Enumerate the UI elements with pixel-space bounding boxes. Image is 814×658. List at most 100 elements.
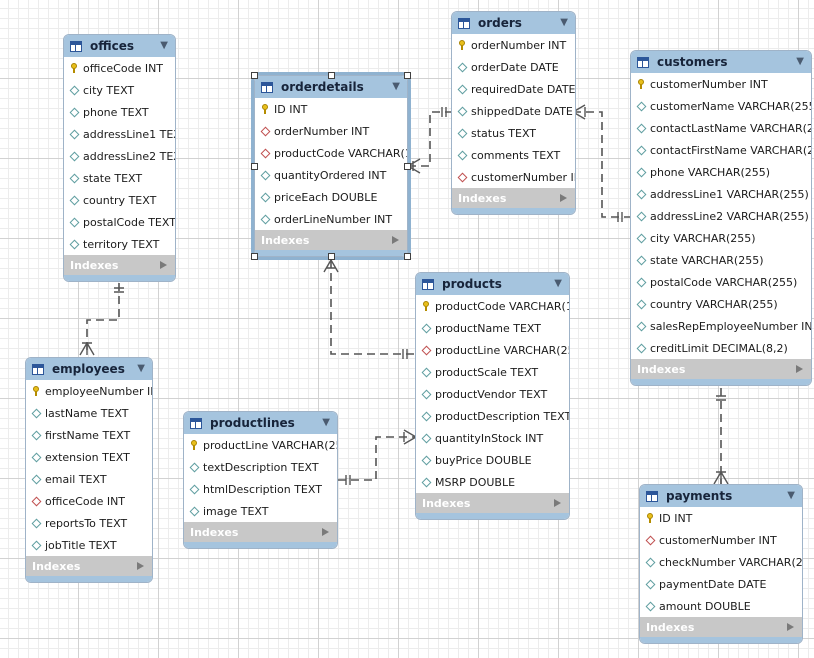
column-row[interactable]: image TEXT <box>184 500 337 522</box>
column-row[interactable]: orderLineNumber INT <box>255 208 407 230</box>
column-row[interactable]: country TEXT <box>64 189 175 211</box>
expand-arrow-icon[interactable] <box>554 499 561 507</box>
column-row[interactable]: addressLine2 TEXT <box>64 145 175 167</box>
table-header[interactable]: productlines▼ <box>184 412 337 434</box>
indexes-section[interactable]: Indexes <box>184 522 337 542</box>
resize-handle[interactable] <box>404 72 411 79</box>
column-row[interactable]: productName TEXT <box>416 317 569 339</box>
column-row[interactable]: postalCode TEXT <box>64 211 175 233</box>
column-row[interactable]: productLine VARCHAR(255) <box>416 339 569 361</box>
column-row[interactable]: paymentDate DATE <box>640 573 802 595</box>
column-row[interactable]: creditLimit DECIMAL(8,2) <box>631 337 811 359</box>
indexes-section[interactable]: Indexes <box>26 556 152 576</box>
table-employees[interactable]: employees▼employeeNumber INTlastName TEX… <box>25 357 153 583</box>
column-row[interactable]: salesRepEmployeeNumber INT <box>631 315 811 337</box>
table-header[interactable]: orders▼ <box>452 12 575 34</box>
column-row[interactable]: state VARCHAR(255) <box>631 249 811 271</box>
column-row[interactable]: officeCode INT <box>64 57 175 79</box>
column-row[interactable]: reportsTo TEXT <box>26 512 152 534</box>
column-row[interactable]: contactLastName VARCHAR(255) <box>631 117 811 139</box>
column-row[interactable]: city TEXT <box>64 79 175 101</box>
indexes-section[interactable]: Indexes <box>640 617 802 637</box>
table-header[interactable]: orderdetails▼ <box>255 76 407 98</box>
table-header[interactable]: payments▼ <box>640 485 802 507</box>
column-row[interactable]: orderNumber INT <box>255 120 407 142</box>
table-header[interactable]: customers▼ <box>631 51 811 73</box>
column-row[interactable]: firstName TEXT <box>26 424 152 446</box>
column-row[interactable]: productVendor TEXT <box>416 383 569 405</box>
column-row[interactable]: checkNumber VARCHAR(255) <box>640 551 802 573</box>
column-row[interactable]: lastName TEXT <box>26 402 152 424</box>
resize-handle[interactable] <box>328 253 335 260</box>
indexes-section[interactable]: Indexes <box>631 359 811 379</box>
column-row[interactable]: addressLine1 TEXT <box>64 123 175 145</box>
column-row[interactable]: MSRP DOUBLE <box>416 471 569 493</box>
column-row[interactable]: email TEXT <box>26 468 152 490</box>
table-header[interactable]: products▼ <box>416 273 569 295</box>
column-row[interactable]: status TEXT <box>452 122 575 144</box>
indexes-section[interactable]: Indexes <box>255 230 407 250</box>
column-row[interactable]: extension TEXT <box>26 446 152 468</box>
resize-handle[interactable] <box>251 253 258 260</box>
column-row[interactable]: employeeNumber INT <box>26 380 152 402</box>
expand-arrow-icon[interactable] <box>137 562 144 570</box>
column-row[interactable]: productLine VARCHAR(255) <box>184 434 337 456</box>
column-row[interactable]: ID INT <box>640 507 802 529</box>
column-row[interactable]: country VARCHAR(255) <box>631 293 811 315</box>
column-row[interactable]: shippedDate DATE <box>452 100 575 122</box>
column-row[interactable]: htmlDescription TEXT <box>184 478 337 500</box>
resize-handle[interactable] <box>328 72 335 79</box>
column-row[interactable]: productCode VARCHAR(10) <box>416 295 569 317</box>
collapse-caret-icon[interactable]: ▼ <box>160 40 168 51</box>
column-row[interactable]: productDescription TEXT <box>416 405 569 427</box>
table-productlines[interactable]: productlines▼productLine VARCHAR(255)tex… <box>183 411 338 549</box>
column-row[interactable]: buyPrice DOUBLE <box>416 449 569 471</box>
column-row[interactable]: customerName VARCHAR(255) <box>631 95 811 117</box>
expand-arrow-icon[interactable] <box>560 194 567 202</box>
expand-arrow-icon[interactable] <box>322 528 329 536</box>
collapse-caret-icon[interactable]: ▼ <box>322 417 330 428</box>
collapse-caret-icon[interactable]: ▼ <box>137 363 145 374</box>
expand-arrow-icon[interactable] <box>796 365 803 373</box>
column-row[interactable]: quantityInStock INT <box>416 427 569 449</box>
column-row[interactable]: jobTitle TEXT <box>26 534 152 556</box>
column-row[interactable]: ID INT <box>255 98 407 120</box>
table-header[interactable]: employees▼ <box>26 358 152 380</box>
column-row[interactable]: requiredDate DATE <box>452 78 575 100</box>
resize-handle[interactable] <box>404 163 411 170</box>
column-row[interactable]: contactFirstName VARCHAR(255) <box>631 139 811 161</box>
collapse-caret-icon[interactable]: ▼ <box>392 81 400 92</box>
column-row[interactable]: productCode VARCHAR(10) <box>255 142 407 164</box>
table-header[interactable]: offices▼ <box>64 35 175 57</box>
indexes-section[interactable]: Indexes <box>416 493 569 513</box>
column-row[interactable]: territory TEXT <box>64 233 175 255</box>
collapse-caret-icon[interactable]: ▼ <box>554 278 562 289</box>
column-row[interactable]: amount DOUBLE <box>640 595 802 617</box>
column-row[interactable]: customerNumber INT <box>640 529 802 551</box>
table-products[interactable]: products▼productCode VARCHAR(10)productN… <box>415 272 570 520</box>
column-row[interactable]: state TEXT <box>64 167 175 189</box>
column-row[interactable]: comments TEXT <box>452 144 575 166</box>
column-row[interactable]: postalCode VARCHAR(255) <box>631 271 811 293</box>
column-row[interactable]: addressLine2 VARCHAR(255) <box>631 205 811 227</box>
column-row[interactable]: orderDate DATE <box>452 56 575 78</box>
resize-handle[interactable] <box>251 72 258 79</box>
expand-arrow-icon[interactable] <box>160 261 167 269</box>
collapse-caret-icon[interactable]: ▼ <box>560 17 568 28</box>
column-row[interactable]: phone TEXT <box>64 101 175 123</box>
indexes-section[interactable]: Indexes <box>64 255 175 275</box>
column-row[interactable]: phone VARCHAR(255) <box>631 161 811 183</box>
column-row[interactable]: orderNumber INT <box>452 34 575 56</box>
column-row[interactable]: priceEach DOUBLE <box>255 186 407 208</box>
collapse-caret-icon[interactable]: ▼ <box>796 56 804 67</box>
resize-handle[interactable] <box>404 253 411 260</box>
expand-arrow-icon[interactable] <box>392 236 399 244</box>
column-row[interactable]: quantityOrdered INT <box>255 164 407 186</box>
collapse-caret-icon[interactable]: ▼ <box>787 490 795 501</box>
resize-handle[interactable] <box>251 163 258 170</box>
